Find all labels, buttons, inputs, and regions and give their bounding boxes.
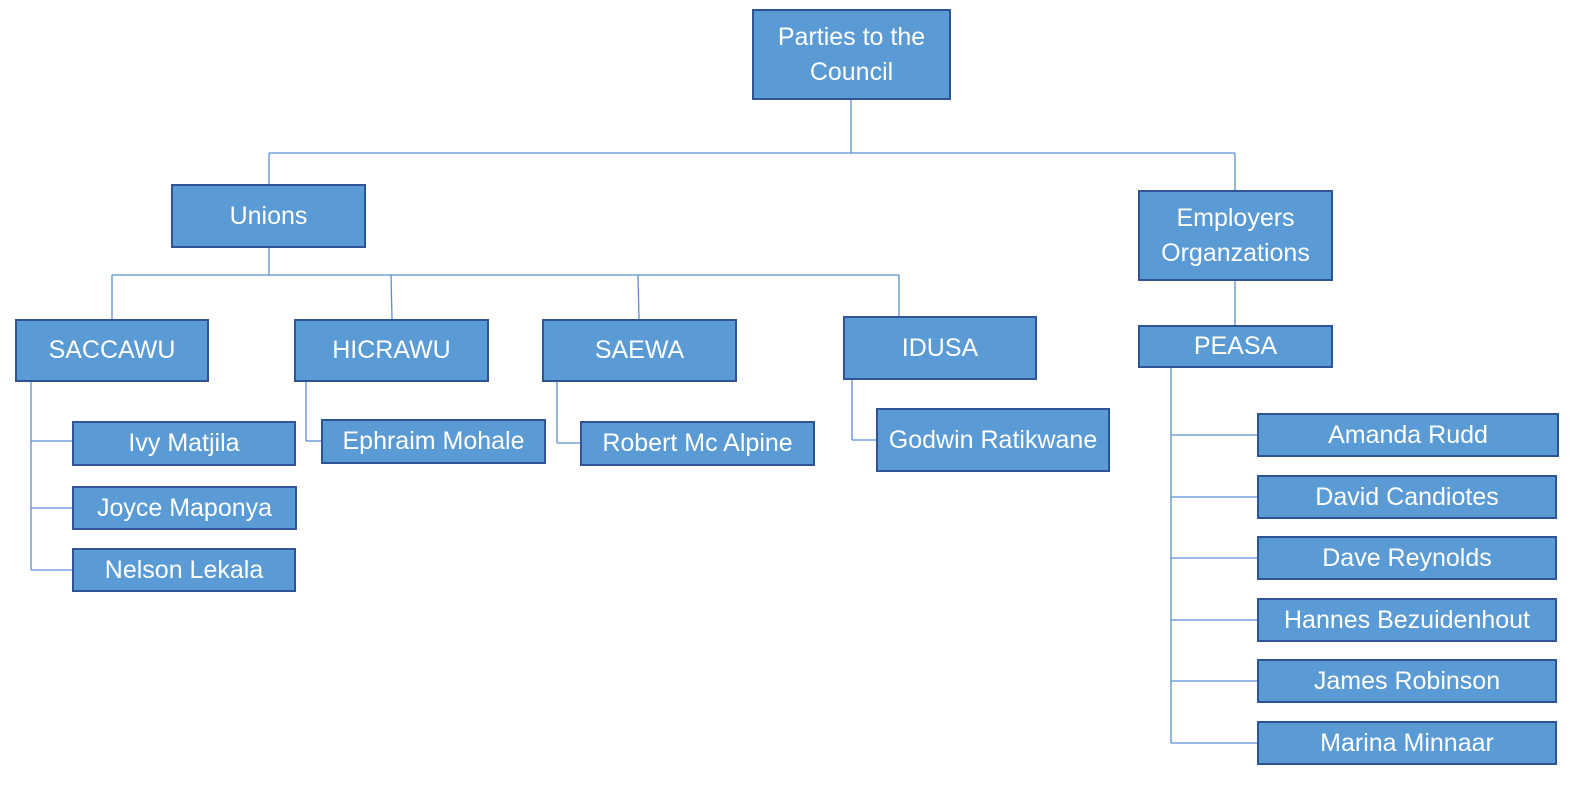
node-member: David Candiotes bbox=[1257, 475, 1557, 519]
node-peasa: PEASA bbox=[1138, 325, 1333, 368]
node-saccawu: SACCAWU bbox=[15, 319, 209, 382]
connector-line bbox=[637, 274, 640, 320]
node-parties-to-the-council: Parties to the Council bbox=[752, 9, 951, 100]
node-member: Godwin Ratikwane bbox=[876, 408, 1110, 472]
node-employers-organzations: Employers Organzations bbox=[1138, 190, 1333, 281]
node-member: Robert Mc Alpine bbox=[580, 421, 815, 466]
node-unions: Unions bbox=[171, 184, 366, 248]
node-hicrawu: HICRAWU bbox=[294, 319, 489, 382]
node-saewa: SAEWA bbox=[542, 319, 737, 382]
node-idusa: IDUSA bbox=[843, 316, 1037, 380]
node-member: Marina Minnaar bbox=[1257, 721, 1557, 765]
node-member: Nelson Lekala bbox=[72, 548, 296, 592]
connector-line bbox=[390, 274, 393, 320]
node-member: Ephraim Mohale bbox=[321, 419, 546, 464]
node-member: Hannes Bezuidenhout bbox=[1257, 598, 1557, 642]
node-member: Amanda Rudd bbox=[1257, 413, 1559, 457]
node-member: James Robinson bbox=[1257, 659, 1557, 703]
node-member: Ivy Matjila bbox=[72, 421, 296, 466]
node-member: Joyce Maponya bbox=[72, 486, 297, 530]
node-member: Dave Reynolds bbox=[1257, 536, 1557, 580]
